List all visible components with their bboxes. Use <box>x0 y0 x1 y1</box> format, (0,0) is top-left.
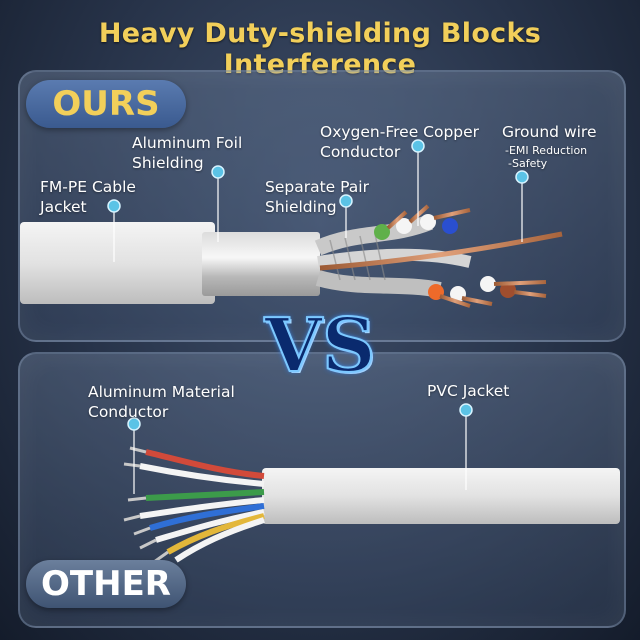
aluminum-conductors <box>123 446 265 564</box>
foil-label-line1: Aluminum Foil <box>132 134 243 152</box>
copper-label-line1: Oxygen-Free Copper <box>320 123 480 141</box>
pvc-jacket-label: PVC Jacket <box>427 382 510 400</box>
pair-label-line1: Separate Pair <box>265 178 369 196</box>
pair-shielding-label: Separate Pair Shielding <box>265 177 369 217</box>
callout-lines <box>113 146 523 494</box>
vs-mark: VS <box>264 303 377 389</box>
jacket-label-line2: Jacket <box>40 198 87 216</box>
shielded-pairs <box>314 204 547 308</box>
pvc-jacket <box>262 468 620 524</box>
callout-dots <box>107 139 529 431</box>
jacket-label: FM-PE Cable Jacket <box>40 177 136 217</box>
aluminum-foil-label: Aluminum Foil Shielding <box>132 133 242 173</box>
ground-label-line1: Ground wire <box>502 123 597 141</box>
alu-label-line2: Conductor <box>88 403 169 421</box>
fm-pe-jacket <box>20 222 215 304</box>
other-badge: OTHER <box>26 560 186 608</box>
pair-label-line2: Shielding <box>265 198 337 216</box>
ours-badge: OURS <box>26 80 186 128</box>
foil-label-line2: Shielding <box>132 154 204 172</box>
copper-conductor-label: Oxygen-Free Copper Conductor <box>320 122 479 162</box>
ground-wire-label: Ground wire <box>502 122 597 142</box>
jacket-label-line1: FM-PE Cable <box>40 178 136 196</box>
copper-label-line2: Conductor <box>320 143 401 161</box>
ground-sub-safety: -Safety <box>508 157 548 170</box>
ours-cable <box>20 204 563 308</box>
alu-label-line1: Aluminum Material <box>88 383 235 401</box>
ground-wire-sublabel: -EMI Reduction -Safety <box>505 144 587 170</box>
other-cable <box>123 446 620 564</box>
ground-wire <box>319 231 563 271</box>
ground-sub-emi: -EMI Reduction <box>505 144 588 157</box>
aluminum-foil-shield <box>202 232 320 296</box>
aluminum-conductor-label: Aluminum Material Conductor <box>88 382 235 422</box>
page-title: Heavy Duty-shielding Blocks Interference <box>98 18 542 80</box>
